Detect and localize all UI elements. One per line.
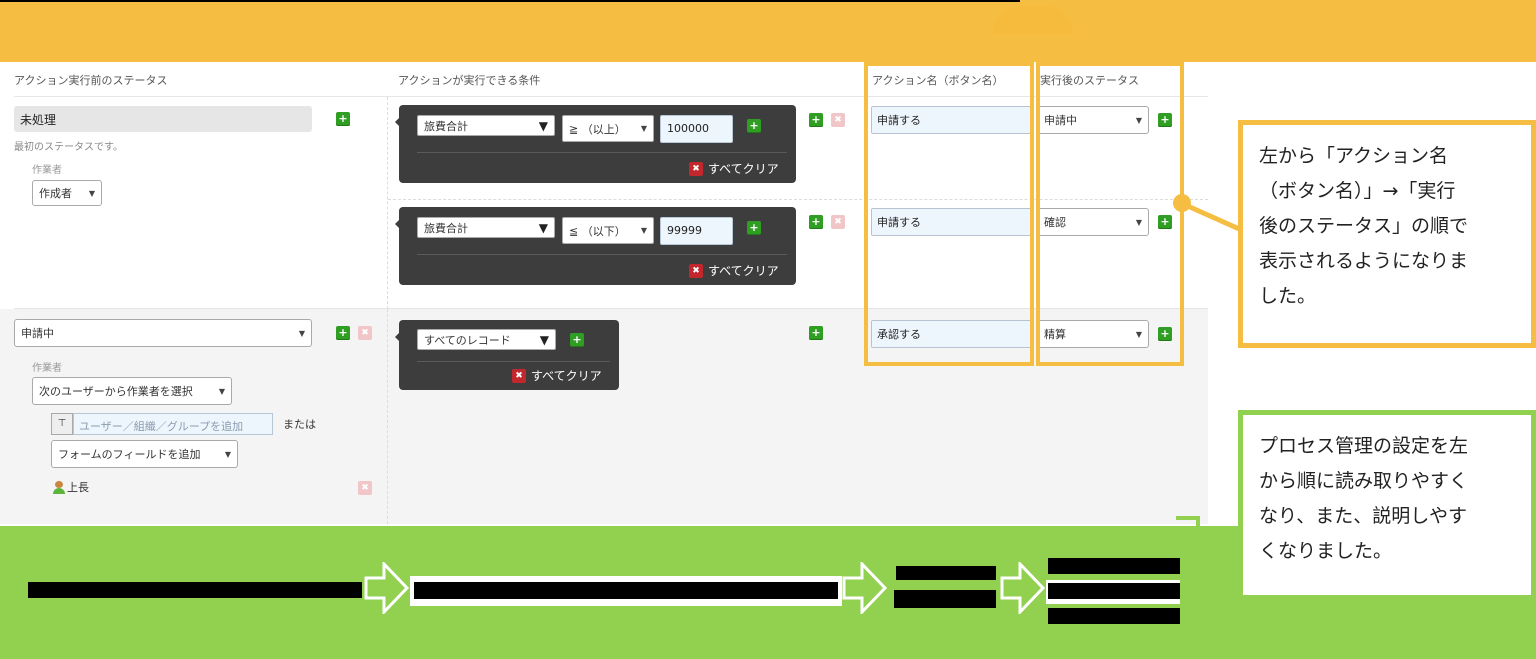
header-pre-status: アクション実行前のステータス bbox=[14, 74, 168, 87]
process-management-grid: アクション実行前のステータス アクションが実行できる条件 アクション名（ボタン名… bbox=[0, 62, 1208, 524]
condition-panel: すべてのレコード▼ + ✖すべてクリア bbox=[395, 320, 619, 390]
redacted-text bbox=[894, 590, 996, 608]
redacted-text bbox=[896, 566, 996, 580]
top-banner bbox=[0, 0, 1536, 62]
redacted-text bbox=[1048, 608, 1180, 624]
header-divider bbox=[14, 96, 1208, 97]
chevron-down-icon: ▼ bbox=[1135, 115, 1142, 125]
status-name: 未処理 bbox=[14, 106, 312, 132]
banner-bump bbox=[993, 6, 1073, 34]
condition-value-input[interactable]: 99999 bbox=[660, 217, 733, 245]
add-post-status-button[interactable]: + bbox=[1158, 215, 1172, 229]
add-condition-button[interactable]: + bbox=[747, 119, 761, 133]
condition-panel: 旅費合計▼ ≧ （以上）▼ 100000 + ✖すべてクリア bbox=[395, 105, 796, 183]
highlight-post-status-column bbox=[1036, 62, 1184, 366]
assignee-select[interactable]: 次のユーザーから作業者を選択▼ bbox=[32, 377, 232, 405]
redacted-text bbox=[1048, 583, 1180, 599]
close-icon: ✖ bbox=[689, 263, 703, 278]
close-icon: ✖ bbox=[512, 368, 526, 383]
post-status-select[interactable]: 精算▼ bbox=[1037, 320, 1149, 348]
user-group-input[interactable]: ユーザー／組織／グループを追加 bbox=[73, 413, 273, 435]
clear-all-button[interactable]: ✖すべてクリア bbox=[689, 160, 779, 177]
status-row-unprocessed: 未処理 + 最初のステータスです。 作業者 作成者▼ 旅費合計▼ ≧ （以上）▼… bbox=[0, 97, 1208, 309]
assignee-entry: 上長 bbox=[53, 479, 89, 495]
chevron-down-icon: ▼ bbox=[298, 328, 305, 338]
remove-action-button[interactable]: ✖ bbox=[831, 113, 845, 127]
status-hint: 最初のステータスです。 bbox=[14, 142, 123, 153]
caret-down-icon: ▼ bbox=[538, 118, 548, 133]
user-picker: ⊤ ユーザー／組織／グループを追加 または bbox=[51, 413, 316, 435]
remove-action-button[interactable]: ✖ bbox=[831, 215, 845, 229]
action-name-input[interactable]: 申請する bbox=[871, 106, 1033, 134]
condition-value-input[interactable]: 100000 bbox=[660, 115, 733, 143]
assignee-label: 作業者 bbox=[32, 363, 62, 374]
column-divider bbox=[387, 309, 388, 524]
status-select[interactable]: 申請中▼ bbox=[14, 319, 312, 347]
chevron-down-icon: ▼ bbox=[218, 386, 225, 396]
redacted-text bbox=[28, 582, 362, 598]
callout-column-order: 左から「アクション名 （ボタン名）」→「実行 後のステータス」の順で 表示される… bbox=[1238, 120, 1536, 348]
redacted-text bbox=[414, 582, 838, 599]
add-action-button[interactable]: + bbox=[809, 215, 823, 229]
clear-all-button[interactable]: ✖すべてクリア bbox=[512, 367, 602, 384]
add-post-status-button[interactable]: + bbox=[1158, 113, 1172, 127]
assignee-label: 作業者 bbox=[32, 165, 62, 176]
assignee-select[interactable]: 作成者▼ bbox=[32, 180, 102, 206]
add-post-status-button[interactable]: + bbox=[1158, 327, 1172, 341]
callout-readability: プロセス管理の設定を左 から順に読み取りやすく なり、また、説明しやす くなりま… bbox=[1238, 410, 1536, 600]
arrow-right-icon bbox=[842, 562, 888, 614]
header-action-name: アクション名（ボタン名） bbox=[872, 74, 1004, 87]
highlight-action-name-column bbox=[864, 62, 1034, 366]
form-field-select[interactable]: フォームのフィールドを追加▼ bbox=[51, 440, 238, 468]
chevron-down-icon: ▼ bbox=[1135, 329, 1142, 339]
org-chart-icon[interactable]: ⊤ bbox=[51, 413, 73, 435]
chevron-down-icon: ▼ bbox=[224, 449, 231, 459]
close-icon: ✖ bbox=[689, 161, 703, 176]
arrow-right-icon bbox=[1000, 562, 1046, 614]
chevron-down-icon: ▼ bbox=[1135, 217, 1142, 227]
condition-field-select[interactable]: 旅費合計▼ bbox=[417, 217, 555, 238]
post-status-select[interactable]: 申請中▼ bbox=[1037, 106, 1149, 134]
chevron-down-icon: ▼ bbox=[640, 226, 647, 235]
column-divider bbox=[387, 97, 388, 309]
header-conditions: アクションが実行できる条件 bbox=[398, 74, 541, 87]
condition-operator-select[interactable]: ≧ （以上）▼ bbox=[562, 115, 654, 142]
action-name-input[interactable]: 申請する bbox=[871, 208, 1033, 236]
condition-operator-select[interactable]: ≦ （以下）▼ bbox=[562, 217, 654, 244]
user-icon bbox=[53, 480, 65, 494]
caret-down-icon: ▼ bbox=[538, 220, 548, 235]
chevron-down-icon: ▼ bbox=[88, 188, 95, 198]
add-condition-button[interactable]: + bbox=[570, 333, 584, 347]
post-status-select[interactable]: 確認▼ bbox=[1037, 208, 1149, 236]
banner-edge-line bbox=[0, 0, 1020, 2]
add-action-button[interactable]: + bbox=[809, 326, 823, 340]
chevron-down-icon: ▼ bbox=[640, 124, 647, 133]
add-action-button[interactable]: + bbox=[809, 113, 823, 127]
action-divider bbox=[388, 199, 1208, 200]
redacted-text bbox=[1048, 558, 1180, 574]
remove-assignee-button[interactable]: ✖ bbox=[358, 481, 372, 495]
add-status-button[interactable]: + bbox=[336, 112, 350, 126]
header-post-status: 実行後のステータス bbox=[1040, 74, 1139, 87]
condition-panel: 旅費合計▼ ≦ （以下）▼ 99999 + ✖すべてクリア bbox=[395, 207, 796, 285]
add-status-button[interactable]: + bbox=[336, 326, 350, 340]
clear-all-button[interactable]: ✖すべてクリア bbox=[689, 262, 779, 279]
remove-status-button[interactable]: ✖ bbox=[358, 326, 372, 340]
or-text: または bbox=[283, 418, 316, 431]
action-name-input[interactable]: 承認する bbox=[871, 320, 1033, 348]
condition-field-select[interactable]: 旅費合計▼ bbox=[417, 115, 555, 136]
condition-field-select[interactable]: すべてのレコード▼ bbox=[417, 329, 556, 350]
caret-down-icon: ▼ bbox=[539, 332, 549, 347]
status-row-in-application: 申請中▼ + ✖ 作業者 次のユーザーから作業者を選択▼ ⊤ ユーザー／組織／グ… bbox=[0, 309, 1208, 524]
green-banner-tab bbox=[1176, 516, 1200, 526]
arrow-right-icon bbox=[364, 562, 410, 614]
add-condition-button[interactable]: + bbox=[747, 221, 761, 235]
